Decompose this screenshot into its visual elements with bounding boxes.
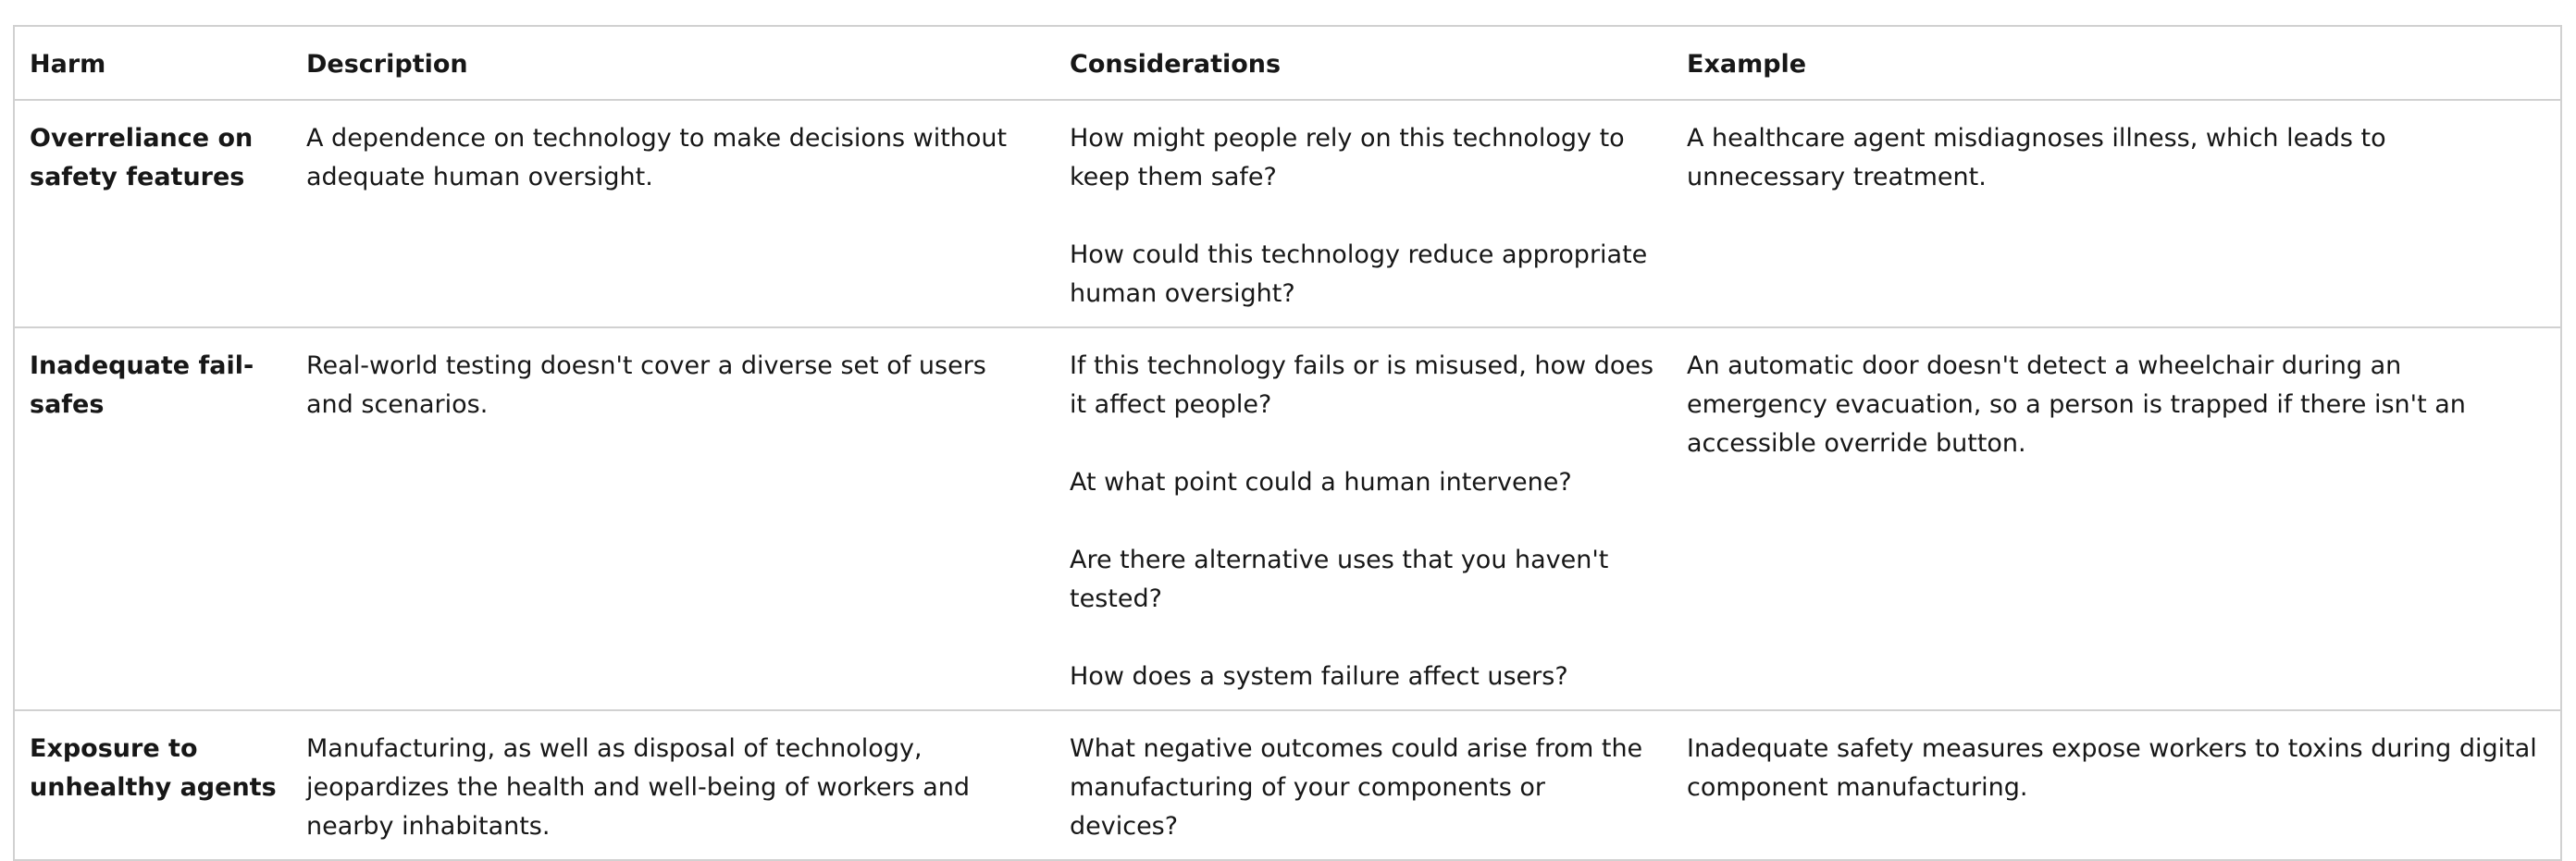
- harm-cell: Overreliance on safety features: [14, 100, 291, 328]
- consideration-text: How does a system failure affect users?: [1070, 662, 1568, 691]
- table-row: Inadequate fail-safes Real-world testing…: [14, 327, 2561, 711]
- harms-table-container: Harm Description Considerations Example …: [13, 25, 2562, 861]
- header-description: Description: [291, 26, 1055, 101]
- considerations-cell: If this technology fails or is misused, …: [1055, 327, 1672, 711]
- table-header: Harm Description Considerations Example: [14, 26, 2561, 101]
- header-row: Harm Description Considerations Example: [14, 26, 2561, 101]
- consideration-text: At what point could a human intervene?: [1070, 468, 1572, 497]
- consideration-text: Are there alternative uses that you have…: [1070, 546, 1609, 613]
- table-body: Overreliance on safety features A depend…: [14, 100, 2561, 861]
- considerations-cell: What negative outcomes could arise from …: [1055, 710, 1672, 861]
- example-cell: Inadequate safety measures expose worker…: [1672, 710, 2561, 861]
- harm-cell: Exposure to unhealthy agents: [14, 710, 291, 861]
- consideration-text: What negative outcomes could arise from …: [1070, 734, 1643, 841]
- table-row: Overreliance on safety features A depend…: [14, 100, 2561, 328]
- example-cell: A healthcare agent misdiagnoses illness,…: [1672, 100, 2561, 328]
- header-example: Example: [1672, 26, 2561, 101]
- description-cell: A dependence on technology to make decis…: [291, 100, 1055, 328]
- description-cell: Manufacturing, as well as disposal of te…: [291, 710, 1055, 861]
- harms-table: Harm Description Considerations Example …: [13, 25, 2562, 861]
- header-harm: Harm: [14, 26, 291, 101]
- considerations-cell: How might people rely on this technology…: [1055, 100, 1672, 328]
- header-considerations: Considerations: [1055, 26, 1672, 101]
- harm-cell: Inadequate fail-safes: [14, 327, 291, 711]
- consideration-text: How might people rely on this technology…: [1070, 124, 1625, 191]
- consideration-text: How could this technology reduce appropr…: [1070, 240, 1648, 308]
- table-row: Exposure to unhealthy agents Manufacturi…: [14, 710, 2561, 861]
- consideration-text: If this technology fails or is misused, …: [1070, 351, 1654, 419]
- description-cell: Real-world testing doesn't cover a diver…: [291, 327, 1055, 711]
- example-cell: An automatic door doesn't detect a wheel…: [1672, 327, 2561, 711]
